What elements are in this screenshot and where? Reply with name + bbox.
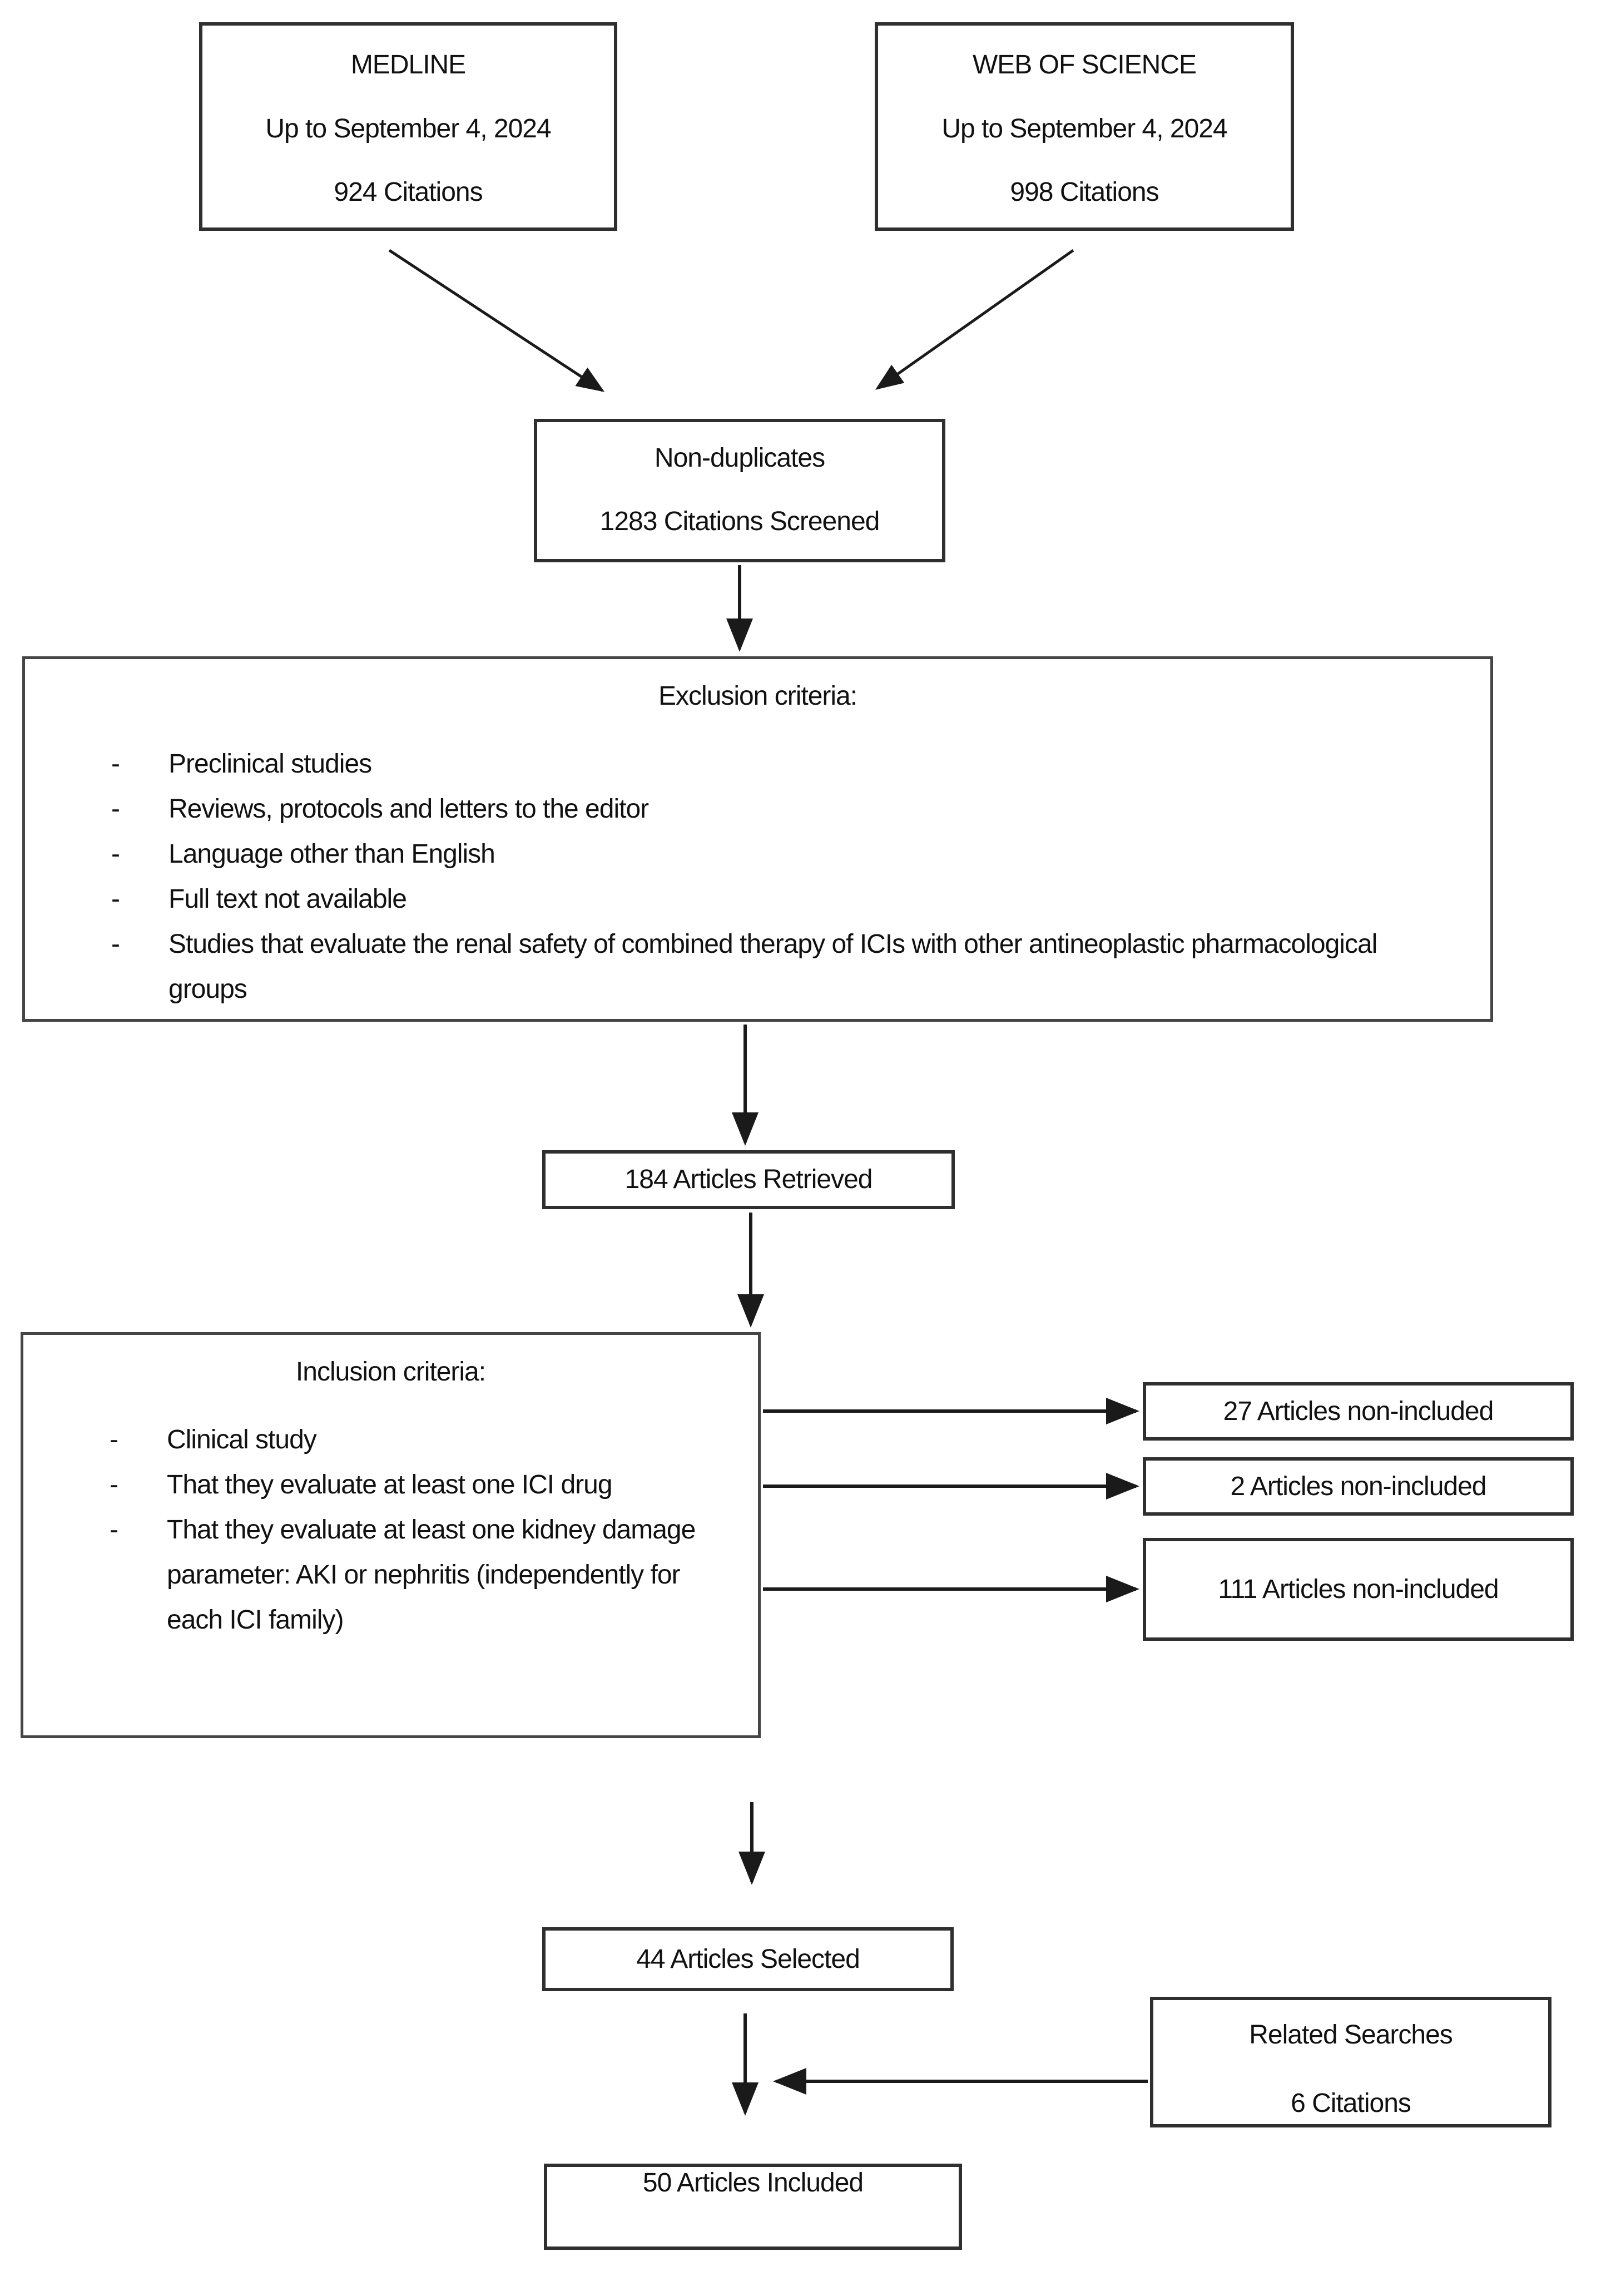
non-duplicates-title: Non-duplicates (654, 443, 825, 473)
inclusion-criteria-heading: Inclusion criteria: (295, 1357, 486, 1387)
wos-period: Up to September 4, 2024 (941, 113, 1227, 144)
bullet-dash (110, 1507, 167, 1552)
exclusion-item: Full text not available (111, 877, 1451, 922)
wos-count: 998 Citations (1010, 177, 1159, 207)
bullet-dash (110, 1462, 167, 1507)
source-box-medline: MEDLINE Up to September 4, 2024 924 Cita… (199, 22, 617, 231)
bullet-dash (111, 832, 168, 877)
exclusion-criteria-box: Exclusion criteria: Preclinical studies … (22, 656, 1493, 1022)
bullet-dash (110, 1417, 167, 1462)
medline-title: MEDLINE (350, 50, 466, 80)
source-box-web-of-science: WEB OF SCIENCE Up to September 4, 2024 9… (875, 22, 1294, 231)
articles-included-label: 50 Articles Included (642, 2168, 864, 2198)
inclusion-criteria-list: Clinical study That they evaluate at lea… (23, 1417, 758, 1642)
inclusion-item: That they evaluate at least one ICI drug (110, 1462, 719, 1507)
articles-included-inner-frame: 50 Articles Included (547, 2167, 959, 2199)
bullet-dash (111, 786, 168, 832)
non-duplicates-count: 1283 Citations Screened (599, 507, 880, 536)
bullet-dash (111, 922, 168, 967)
bullet-dash (111, 741, 168, 786)
related-searches-box: Related Searches 6 Citations (1150, 1997, 1551, 2127)
non-included-2-label: 2 Articles non-included (1230, 1471, 1487, 1501)
exclusion-item: Language other than English (111, 832, 1451, 877)
non-included-box-2: 2 Articles non-included (1143, 1457, 1574, 1516)
articles-retrieved-box: 184 Articles Retrieved (542, 1150, 955, 1209)
exclusion-criteria-list: Preclinical studies Reviews, protocols a… (25, 741, 1490, 1012)
articles-selected-box: 44 Articles Selected (542, 1927, 954, 1991)
arrow-wos-to-nonduplicates (875, 249, 1074, 390)
arrow-medline-to-nonduplicates (388, 249, 605, 392)
inclusion-item: That they evaluate at least one kidney d… (110, 1507, 719, 1642)
non-duplicates-box: Non-duplicates 1283 Citations Screened (534, 419, 945, 562)
medline-count: 924 Citations (334, 177, 483, 207)
related-searches-count: 6 Citations (1291, 2089, 1411, 2118)
exclusion-criteria-heading: Exclusion criteria: (658, 681, 857, 711)
bullet-dash (111, 877, 168, 922)
articles-included-box: 50 Articles Included (544, 2164, 962, 2250)
articles-retrieved-label: 184 Articles Retrieved (624, 1165, 873, 1194)
exclusion-item: Studies that evaluate the renal safety o… (111, 922, 1451, 1012)
articles-selected-label: 44 Articles Selected (636, 1944, 860, 1974)
non-included-box-111: 111 Articles non-included (1143, 1538, 1574, 1641)
non-included-111-label: 111 Articles non-included (1218, 1574, 1499, 1604)
non-included-27-label: 27 Articles non-included (1223, 1396, 1494, 1426)
exclusion-item: Preclinical studies (111, 741, 1451, 786)
inclusion-criteria-box: Inclusion criteria: Clinical study That … (21, 1332, 761, 1738)
exclusion-item: Reviews, protocols and letters to the ed… (111, 786, 1451, 832)
medline-period: Up to September 4, 2024 (265, 113, 551, 144)
wos-title: WEB OF SCIENCE (972, 50, 1197, 80)
non-included-box-27: 27 Articles non-included (1143, 1382, 1574, 1441)
inclusion-item: Clinical study (110, 1417, 719, 1462)
related-searches-title: Related Searches (1249, 2020, 1453, 2050)
